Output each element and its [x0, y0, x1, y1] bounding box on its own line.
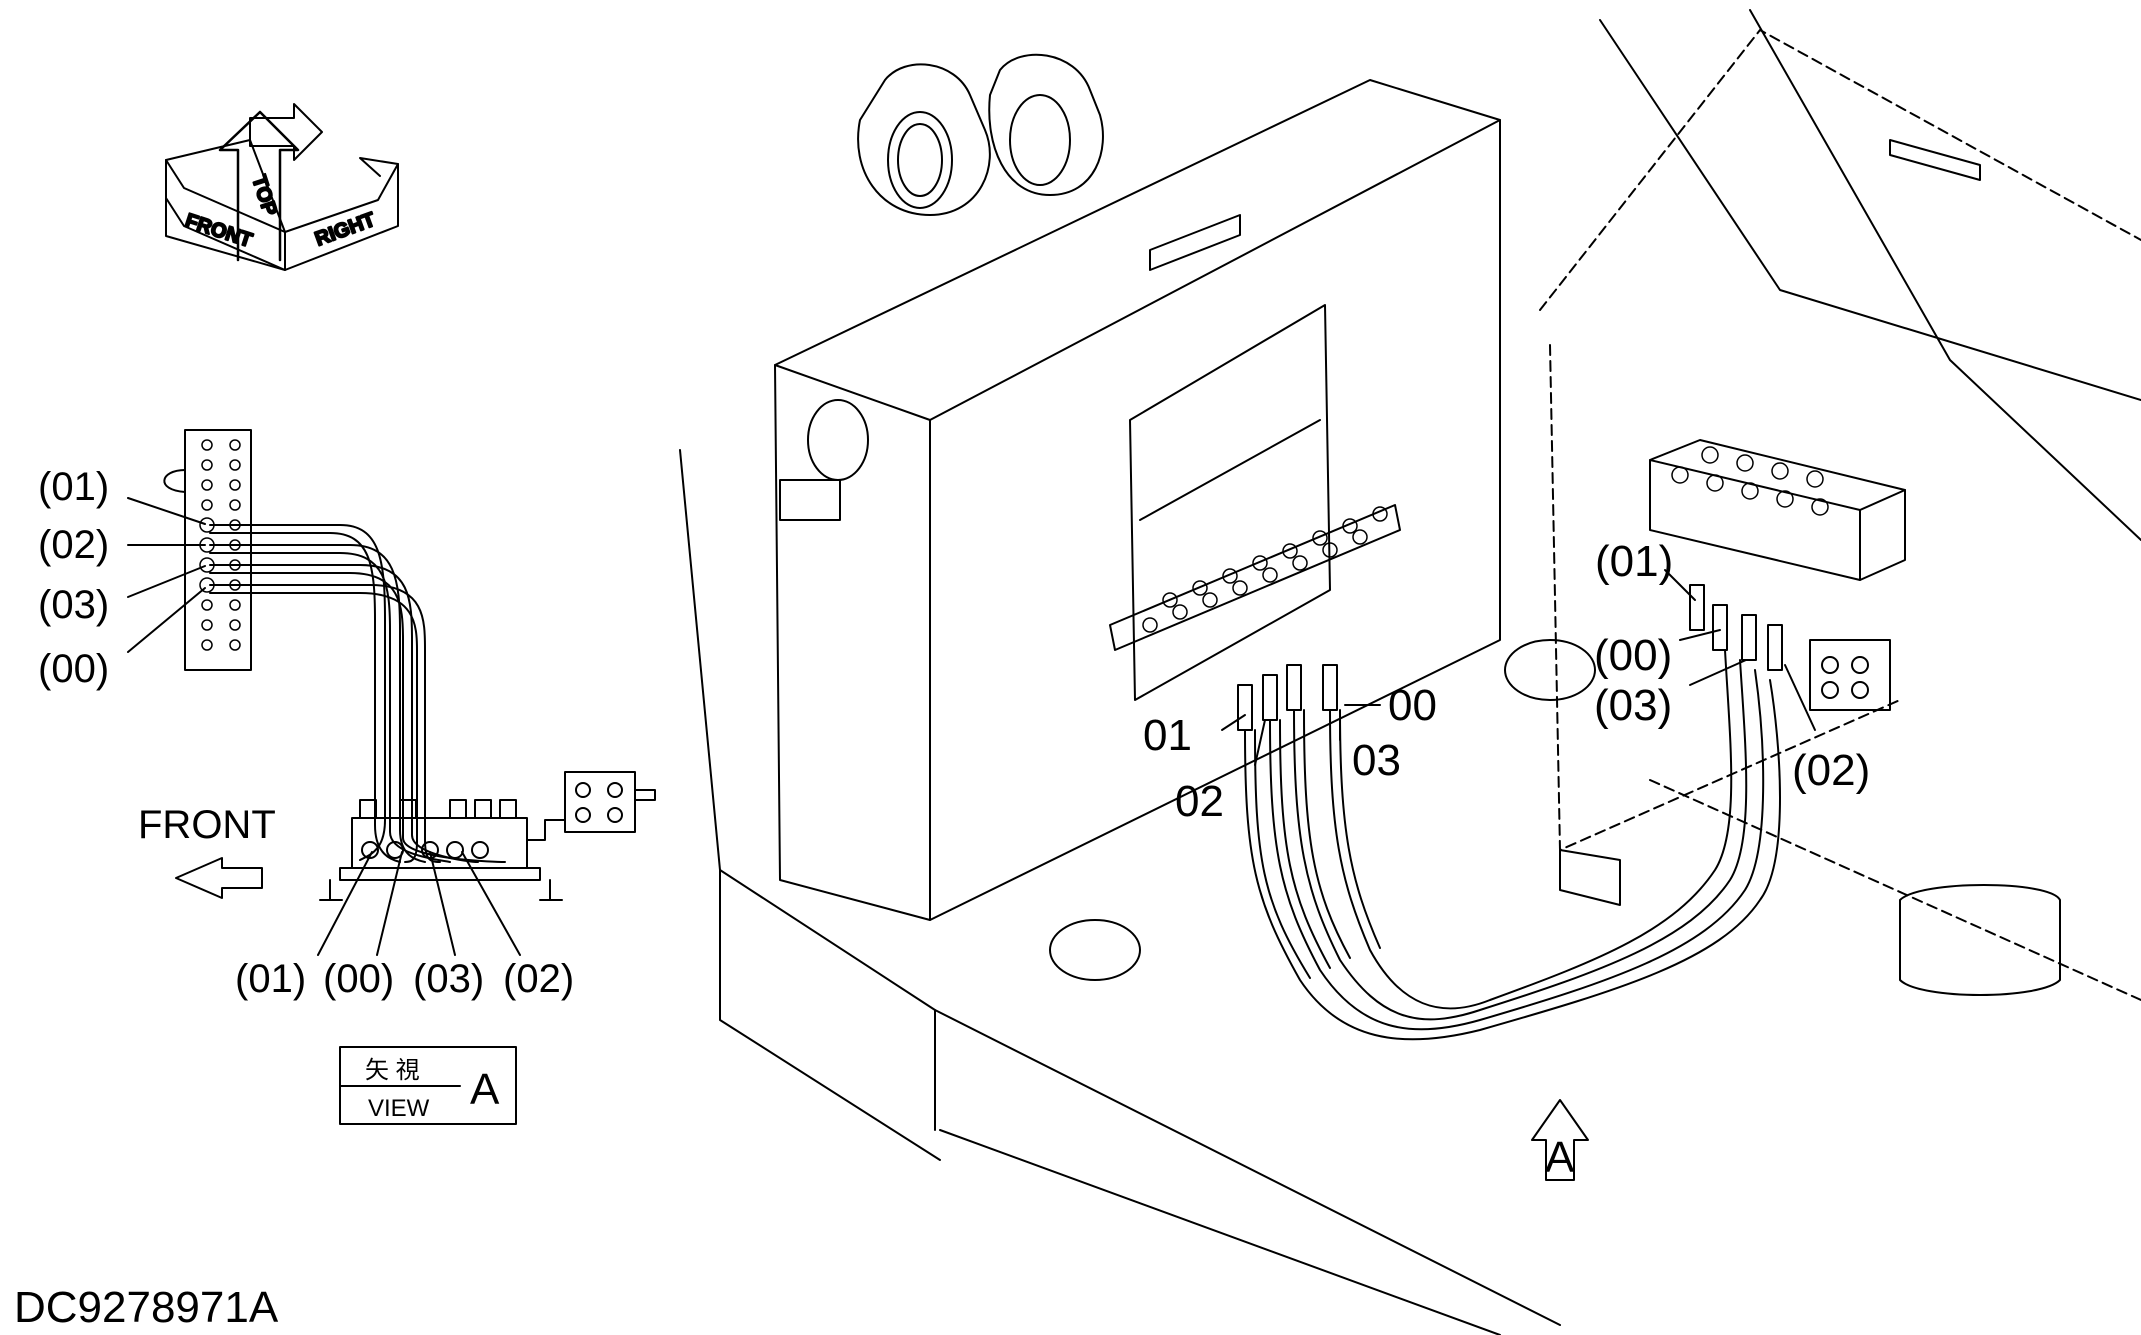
main-hoses — [1244, 649, 1781, 1041]
view-box-en: VIEW — [368, 1095, 430, 1122]
left-terminal-block — [1109, 504, 1401, 651]
terminal-block — [184, 429, 252, 671]
view-a-bottom-callout-01: (01) — [235, 957, 306, 1001]
right-valve-block — [1649, 459, 1861, 581]
front-arrow-icon — [175, 857, 263, 899]
drawing-id: DC9278971A — [14, 1283, 279, 1332]
view-a-callout-01: (01) — [38, 465, 109, 509]
main-label-00: 00 — [1388, 681, 1437, 730]
view-a-callout-03: (03) — [38, 583, 109, 627]
orientation-right-label: RIGHT — [312, 209, 378, 251]
view-a-bottom-callout-02: (02) — [503, 957, 574, 1001]
main-label-paren-02: (02) — [1792, 746, 1870, 795]
main-label-03: 03 — [1352, 736, 1401, 785]
side-fitting — [564, 771, 636, 833]
view-arrow-letter: A — [1545, 1133, 1575, 1182]
main-label-02: 02 — [1175, 777, 1224, 826]
view-a-hoses — [209, 524, 506, 863]
view-a-bottom-callout-03: (03) — [413, 957, 484, 1001]
main-label-paren-00: (00) — [1594, 631, 1672, 680]
view-a-bottom-callout-00: (00) — [323, 957, 394, 1001]
orientation-top-label: TOP — [247, 173, 281, 219]
orientation-front-label: FRONT — [182, 210, 254, 252]
main-label-paren-03: (03) — [1594, 681, 1672, 730]
view-a-callout-02: (02) — [38, 523, 109, 567]
main-isometric-view — [679, 9, 2141, 1335]
front-label: FRONT — [138, 803, 276, 847]
main-label-01: 01 — [1143, 711, 1192, 760]
main-label-paren-01: (01) — [1595, 537, 1673, 586]
view-a-detail — [127, 429, 656, 1125]
view-box-jp: 矢 視 — [365, 1057, 420, 1084]
view-box-letter: A — [470, 1065, 500, 1114]
view-a-callout-00: (00) — [38, 647, 109, 691]
orientation-indicator-icon — [165, 103, 399, 271]
main-frame-box — [774, 79, 1501, 921]
view-a-arrow-icon — [1531, 1099, 1589, 1181]
